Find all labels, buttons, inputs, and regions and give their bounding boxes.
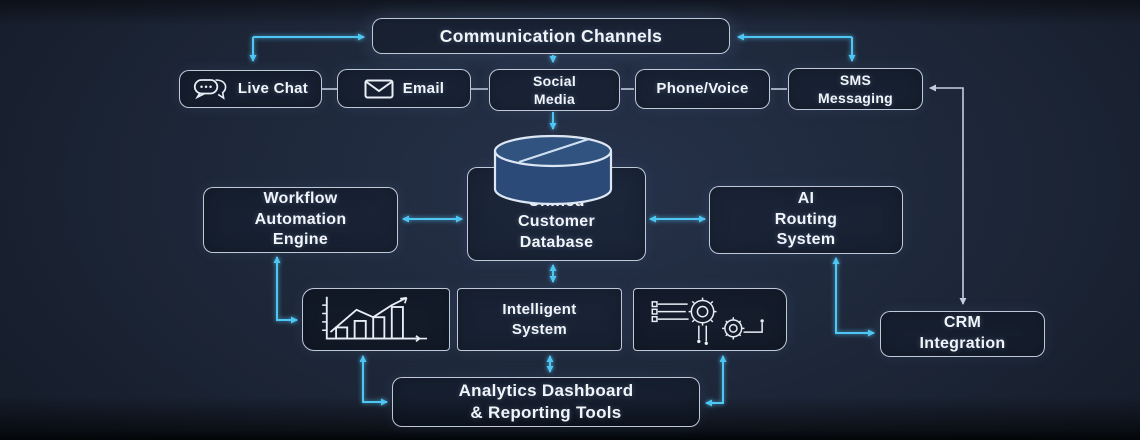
circuit-gears-icon (644, 272, 776, 368)
node-label: CRM Integration (919, 314, 1006, 352)
intelligent-system-gears-panel (633, 288, 787, 351)
node-label: Communication Channels (439, 25, 663, 46)
envelope-icon (364, 59, 394, 118)
node-email: Email (337, 69, 471, 108)
node-label: Social Media (532, 72, 577, 107)
chat-bubbles-icon (193, 57, 229, 122)
node-label: Live Chat (237, 80, 309, 98)
node-analytics-dashboard: Analytics Dashboard & Reporting Tools (392, 377, 700, 427)
node-label: SMS Messaging (817, 71, 894, 106)
node-ai-routing-system: AI Routing System (709, 186, 903, 254)
node-phone-voice: Phone/Voice (635, 69, 770, 109)
node-communication-channels: Communication Channels (372, 18, 730, 54)
database-cylinder-icon (492, 133, 614, 213)
intelligent-system-chart-panel (302, 288, 450, 351)
node-label: Workflow Automation Engine (254, 189, 347, 249)
node-label: Intelligent System (502, 301, 577, 338)
node-label: Phone/Voice (656, 80, 749, 98)
node-label: Email (402, 79, 445, 97)
bar-chart-trend-icon (315, 273, 437, 367)
node-crm-integration: CRM Integration (880, 311, 1045, 357)
node-label: Analytics Dashboard & Reporting Tools (458, 380, 634, 422)
node-workflow-automation-engine: Workflow Automation Engine (203, 187, 398, 253)
node-label: AI Routing System (774, 189, 838, 249)
node-live-chat: Live Chat (179, 70, 322, 108)
node-social-media: Social Media (489, 69, 620, 111)
node-sms-messaging: SMS Messaging (788, 68, 923, 110)
node-intelligent-system: Intelligent System (457, 288, 622, 351)
